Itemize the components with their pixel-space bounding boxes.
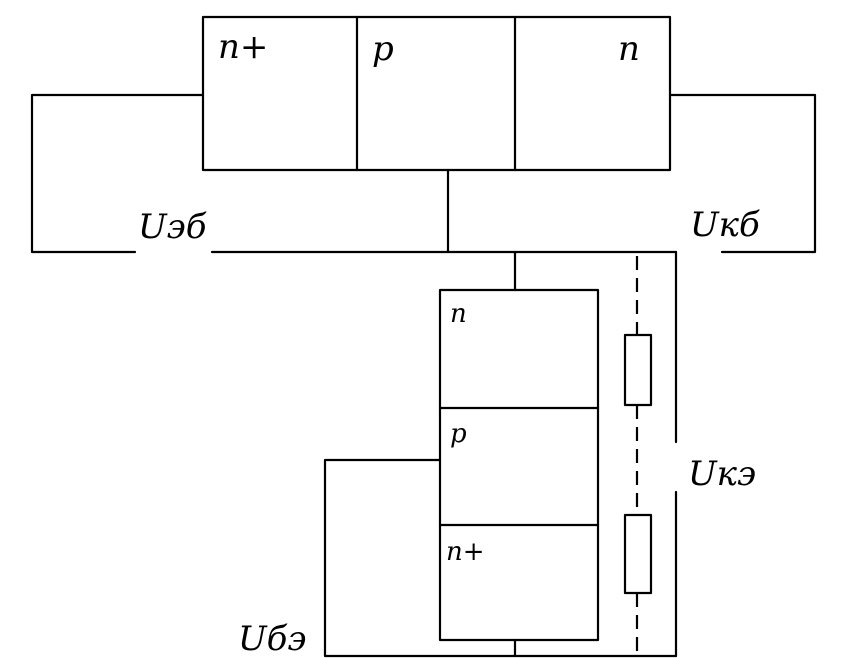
base-emitter-voltage-label: Uбэ	[238, 619, 306, 658]
collector-emitter-rail: Uкэ	[674, 250, 756, 658]
top-region-3-label: n	[618, 29, 640, 69]
bottom-region-2-label: p	[450, 419, 467, 449]
base-emitter-wire	[323, 458, 678, 658]
bottom-structure-outline	[438, 288, 600, 642]
resistor-2	[623, 513, 653, 595]
collector-base-voltage-label: Uкб	[690, 205, 760, 245]
emitter-base-voltage-label: Uэб	[138, 207, 207, 247]
top-structure: n+ p n	[201, 15, 672, 172]
emitter-base-loop: Uэб	[30, 93, 450, 254]
emitter-lead	[30, 93, 205, 254]
collector-base-loop: Uкб	[446, 93, 817, 254]
resistor-1	[623, 333, 653, 407]
resistor-chain	[623, 256, 653, 656]
base-emitter-loop: Uбэ	[238, 458, 678, 658]
top-region-2-label: p	[372, 29, 394, 69]
bottom-region-1-label: n	[450, 299, 467, 329]
top-structure-outline	[201, 15, 672, 172]
top-region-1-label: n+	[218, 27, 268, 67]
collector-emitter-voltage-label: Uкэ	[688, 454, 756, 494]
bottom-region-3-label: n+	[446, 537, 485, 567]
bottom-structure: n p n+	[438, 250, 600, 658]
collector-lead	[668, 93, 817, 254]
